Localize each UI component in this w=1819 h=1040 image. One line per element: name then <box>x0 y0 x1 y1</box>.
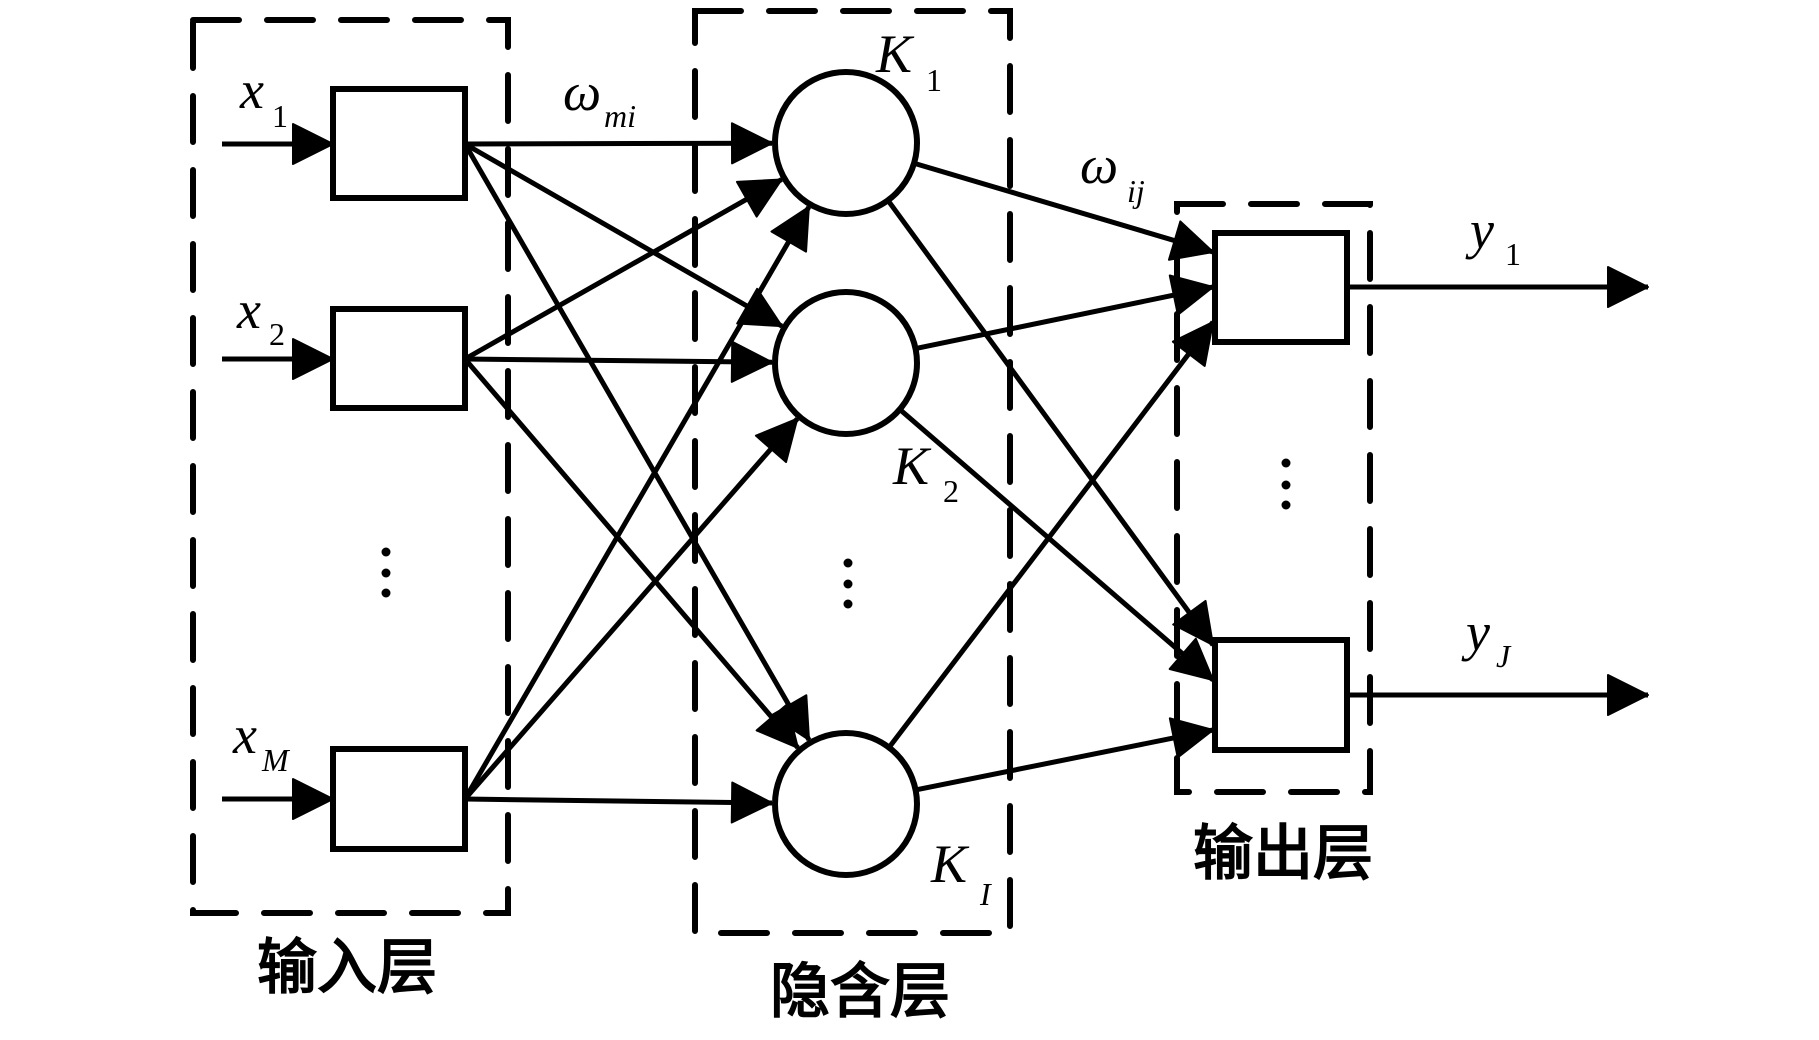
output-subscript: 1 <box>1505 236 1521 272</box>
connections <box>222 122 1649 824</box>
ellipsis-dot <box>1281 500 1291 510</box>
arrowhead-icon <box>1168 274 1214 316</box>
weight-subscript: mi <box>604 98 636 134</box>
input-layer-title: 输入层 <box>257 933 437 1003</box>
hidden-subscript: I <box>979 876 992 912</box>
input-node-1 <box>330 86 468 201</box>
input-subscript: 2 <box>269 316 285 352</box>
hidden-subscript: 1 <box>926 62 942 98</box>
hidden-ellipsis <box>843 558 853 609</box>
arrowhead-icon <box>1172 599 1214 646</box>
output-node-1 <box>1212 230 1350 345</box>
output-label-j: y J <box>1461 602 1512 674</box>
ellipsis-dot <box>381 568 391 578</box>
weight-label-input-hidden: ω mi <box>563 62 636 134</box>
hidden-symbol: K <box>875 24 915 84</box>
weight-label-hidden-output: ω ij <box>1080 135 1145 209</box>
input-ellipsis <box>381 547 391 598</box>
arrowhead-icon <box>1167 220 1214 261</box>
ellipsis-dot <box>843 579 853 589</box>
arrowhead-icon <box>730 340 774 383</box>
output-subscript: J <box>1496 638 1512 674</box>
arrowhead-icon <box>770 205 810 253</box>
input-hidden-connection <box>463 177 783 362</box>
weight-symbol: ω <box>563 62 601 122</box>
input-hidden-connection <box>462 205 811 801</box>
hidden-label-1: K 1 <box>875 24 942 98</box>
arrowhead-icon <box>736 287 783 328</box>
hidden-node-2 <box>772 289 920 437</box>
output-symbol: y <box>1465 200 1494 260</box>
arrowhead-icon <box>292 338 334 380</box>
input-hidden-connection <box>464 140 773 147</box>
hidden-subscript: 2 <box>943 473 959 509</box>
hidden-layer-frame <box>692 8 1013 936</box>
input-symbol: x <box>236 280 261 340</box>
ellipsis-dot <box>1281 458 1291 468</box>
weight-symbol: ω <box>1080 135 1118 195</box>
hidden-node-i <box>772 730 920 878</box>
input-subscript: M <box>261 742 291 778</box>
arrowhead-icon <box>1607 266 1649 308</box>
hidden-label-i: K I <box>930 834 992 912</box>
hidden-output-connection <box>898 407 1215 682</box>
ellipsis-dot <box>381 588 391 598</box>
input-hidden-connection <box>463 141 784 329</box>
input-hidden-connection <box>463 357 800 750</box>
input-node-m <box>330 746 468 852</box>
hidden-output-connection <box>887 320 1215 750</box>
ellipsis-dot <box>1281 480 1291 490</box>
hidden-output-connection <box>915 284 1214 352</box>
arrowhead-icon <box>292 123 334 165</box>
arrowhead-icon <box>730 781 774 824</box>
input-node-2 <box>330 306 468 411</box>
arrowhead-icon <box>1171 321 1214 367</box>
output-layer-title: 输出层 <box>1193 819 1373 889</box>
input-symbol: x <box>232 705 257 765</box>
arrowhead-icon <box>1168 717 1214 759</box>
arrowhead-icon <box>730 122 774 165</box>
hidden-label-2: K 2 <box>892 436 959 509</box>
input-hidden-connection <box>462 142 812 742</box>
input-symbol: x <box>239 60 264 120</box>
output-layer-frame <box>1174 201 1373 795</box>
hidden-node-1 <box>772 69 920 217</box>
ellipsis-dot <box>843 599 853 609</box>
ellipsis-dot <box>843 558 853 568</box>
input-label-m: x M <box>232 705 291 778</box>
input-hidden-connection <box>463 417 800 801</box>
input-label-2: x 2 <box>236 280 285 352</box>
hidden-layer-title: 隐含层 <box>770 957 950 1027</box>
arrowhead-icon <box>1607 674 1649 716</box>
ellipsis-dot <box>381 547 391 557</box>
arrowhead-icon <box>735 178 783 218</box>
output-ellipsis <box>1281 458 1291 510</box>
output-label-1: y 1 <box>1465 200 1521 272</box>
arrowhead-icon <box>755 703 799 749</box>
output-node-j <box>1212 637 1350 753</box>
input-hidden-connection <box>464 796 773 806</box>
input-hidden-connection <box>464 356 773 365</box>
hidden-symbol: K <box>930 834 970 894</box>
output-symbol: y <box>1461 602 1490 662</box>
hidden-output-connection <box>885 198 1216 647</box>
arrowhead-icon <box>754 417 799 464</box>
hidden-output-connection <box>913 160 1214 255</box>
weight-subscript: ij <box>1127 173 1145 209</box>
input-label-1: x 1 <box>239 60 288 134</box>
hidden-output-connection <box>915 727 1214 793</box>
arrowhead-icon <box>1168 637 1214 681</box>
input-layer-frame <box>190 17 511 916</box>
hidden-symbol: K <box>892 436 932 496</box>
input-subscript: 1 <box>272 98 288 134</box>
arrowhead-icon <box>292 778 334 820</box>
